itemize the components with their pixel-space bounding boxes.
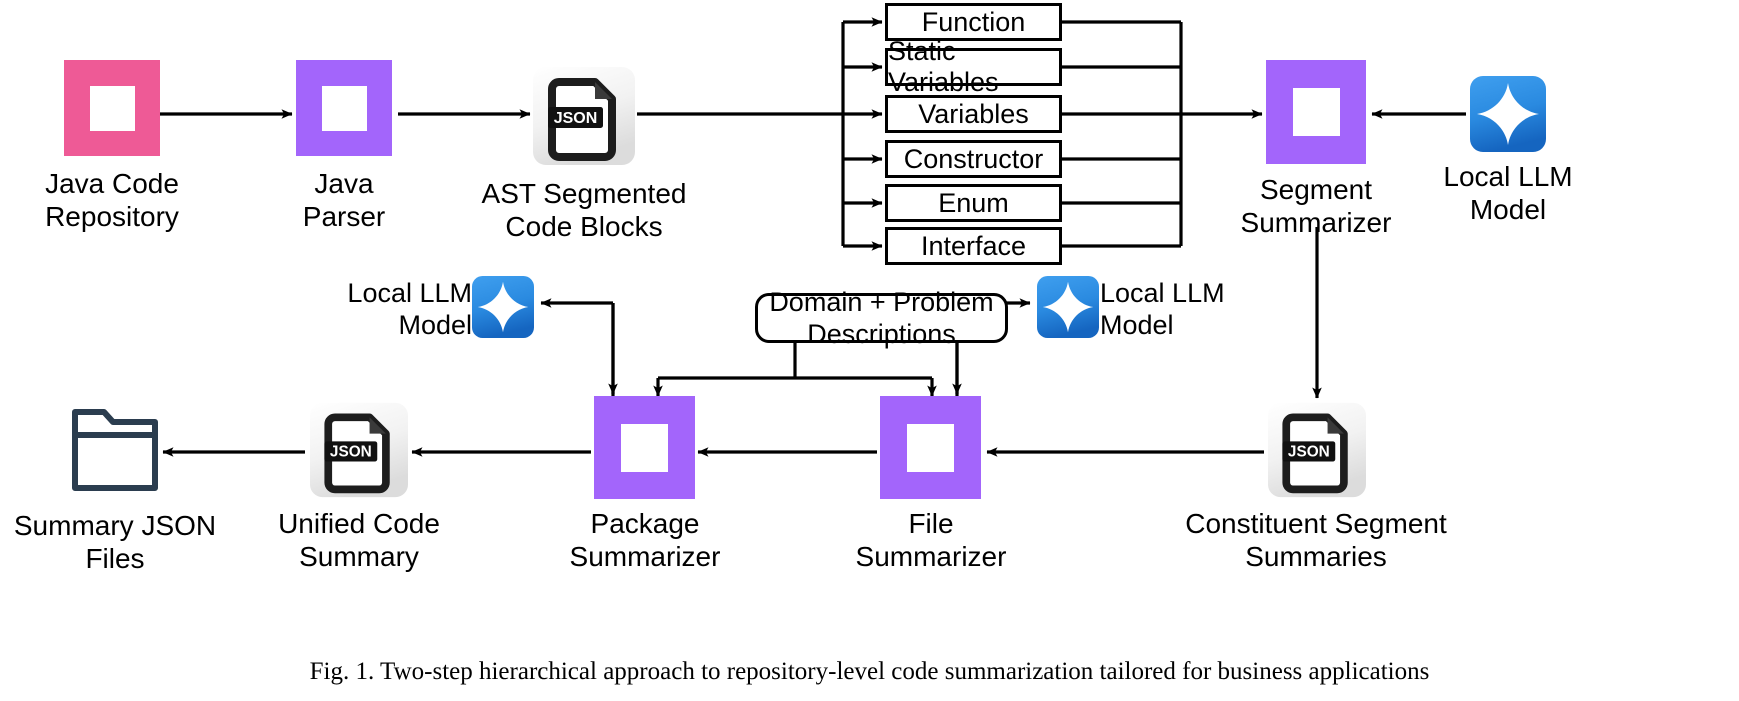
java-parser-label: Java Parser [302, 168, 386, 232]
json-badge-text: JSON [1288, 444, 1330, 461]
purple-square-icon [1266, 60, 1366, 164]
segment-type-variables[interactable]: Variables [885, 95, 1062, 133]
constituent-segment-summaries-label: Constituent Segment Summaries [1185, 508, 1447, 572]
segment-type-static-variables[interactable]: Static Variables [885, 36, 1062, 97]
pink-square-icon [64, 60, 160, 156]
figure-caption: Fig. 1. Two-step hierarchical approach t… [309, 658, 1430, 685]
json-badge-text: JSON [554, 110, 598, 127]
unified-code-summary-label: Unified Code Summary [278, 508, 440, 572]
node-java-code-repository[interactable]: Java Code Repository [45, 60, 179, 232]
summary-json-files-label: Summary JSON Files [13, 510, 217, 574]
purple-square-icon [296, 60, 392, 156]
sparkle-icon [1037, 276, 1099, 338]
node-java-parser[interactable]: Java Parser [296, 60, 392, 232]
json-file-icon: JSON [310, 402, 408, 498]
segment-type-enum[interactable]: Enum [885, 184, 1062, 222]
segment-type-interface[interactable]: Interface [885, 227, 1062, 265]
folder-icon [72, 409, 158, 491]
purple-square-icon [594, 396, 695, 499]
node-file-summarizer[interactable]: File Summarizer [856, 396, 1006, 572]
sparkle-icon [472, 276, 534, 338]
purple-square-icon [880, 396, 981, 499]
local-llm-model-mid-left-label: Local LLM Model [347, 278, 472, 340]
segment-type-constructor[interactable]: Constructor [885, 140, 1062, 178]
json-file-icon: JSON [1268, 402, 1366, 498]
domain-problem-descriptions-box[interactable]: Domain + Problem Descriptions [755, 287, 1008, 349]
ast-segmented-code-blocks-label: AST Segmented Code Blocks [481, 178, 687, 242]
node-segment-summarizer[interactable]: Segment Summarizer [1241, 60, 1391, 238]
java-code-repository-label: Java Code Repository [45, 168, 179, 232]
sparkle-icon [1470, 76, 1546, 152]
json-file-icon: JSON [533, 67, 635, 165]
json-badge-text: JSON [330, 444, 372, 461]
segment-type-function[interactable]: Function [885, 3, 1062, 41]
local-llm-model-mid-right-label: Local LLM Model [1100, 278, 1225, 340]
package-summarizer-label: Package Summarizer [569, 508, 721, 572]
node-package-summarizer[interactable]: Package Summarizer [570, 396, 720, 572]
segment-summarizer-label: Segment Summarizer [1240, 174, 1392, 238]
file-summarizer-label: File Summarizer [855, 508, 1007, 572]
local-llm-model-right-label: Local LLM Model [1443, 161, 1573, 225]
